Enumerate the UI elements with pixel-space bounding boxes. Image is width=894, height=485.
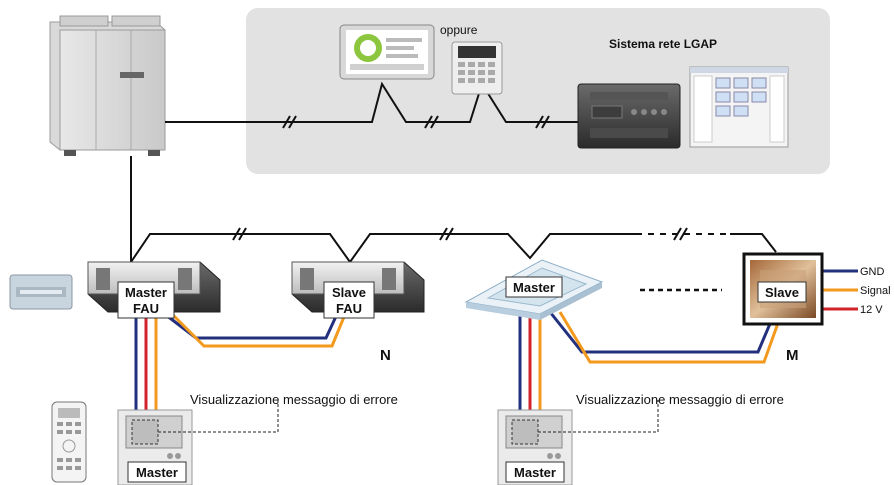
error-leader-left — [158, 400, 279, 433]
error-display-left: Visualizzazione messaggio di errore — [190, 392, 398, 407]
controller-left-label-box — [127, 461, 187, 483]
wire-12v-label: 12 V — [860, 304, 883, 316]
central-controller — [451, 41, 503, 95]
wired-controller-right — [497, 409, 573, 485]
master-fau-label-box — [117, 281, 175, 319]
count-m: M — [786, 347, 799, 364]
error-leader-right — [538, 400, 659, 433]
wire-gnd-label: GND — [860, 266, 885, 278]
slave-fau-label-box — [323, 281, 375, 319]
error-display-right: Visualizzazione messaggio di errore — [576, 392, 784, 407]
slave-fau-label-line1: Slave — [332, 285, 366, 300]
master-fau-label-line1: Master — [125, 285, 167, 300]
outdoor-unit — [49, 15, 166, 156]
remote-receiver-box — [9, 274, 73, 310]
handheld-remote — [51, 401, 87, 483]
wire-signal-label: Signal — [860, 285, 891, 297]
slave-label: Slave — [765, 285, 799, 300]
slave-fau-label-line2: FAU — [336, 301, 362, 316]
controller-right-label: Master — [514, 465, 556, 480]
touch-controller — [339, 24, 435, 80]
slave-label-box — [757, 281, 807, 303]
communication-wiring — [130, 81, 777, 264]
controller-right-label-box — [505, 461, 565, 483]
cassette-label: Master — [513, 280, 555, 295]
software-window — [689, 66, 789, 148]
controller-left-label: Master — [136, 465, 178, 480]
break-marks — [232, 115, 688, 241]
count-n: N — [380, 347, 391, 364]
lgap-gateway — [577, 83, 681, 149]
cassette-label-box — [505, 276, 563, 298]
master-fau-label-line2: FAU — [133, 301, 159, 316]
lgap-label: Sistema rete LGAP — [609, 37, 717, 51]
oppure-label: oppure — [440, 23, 478, 37]
